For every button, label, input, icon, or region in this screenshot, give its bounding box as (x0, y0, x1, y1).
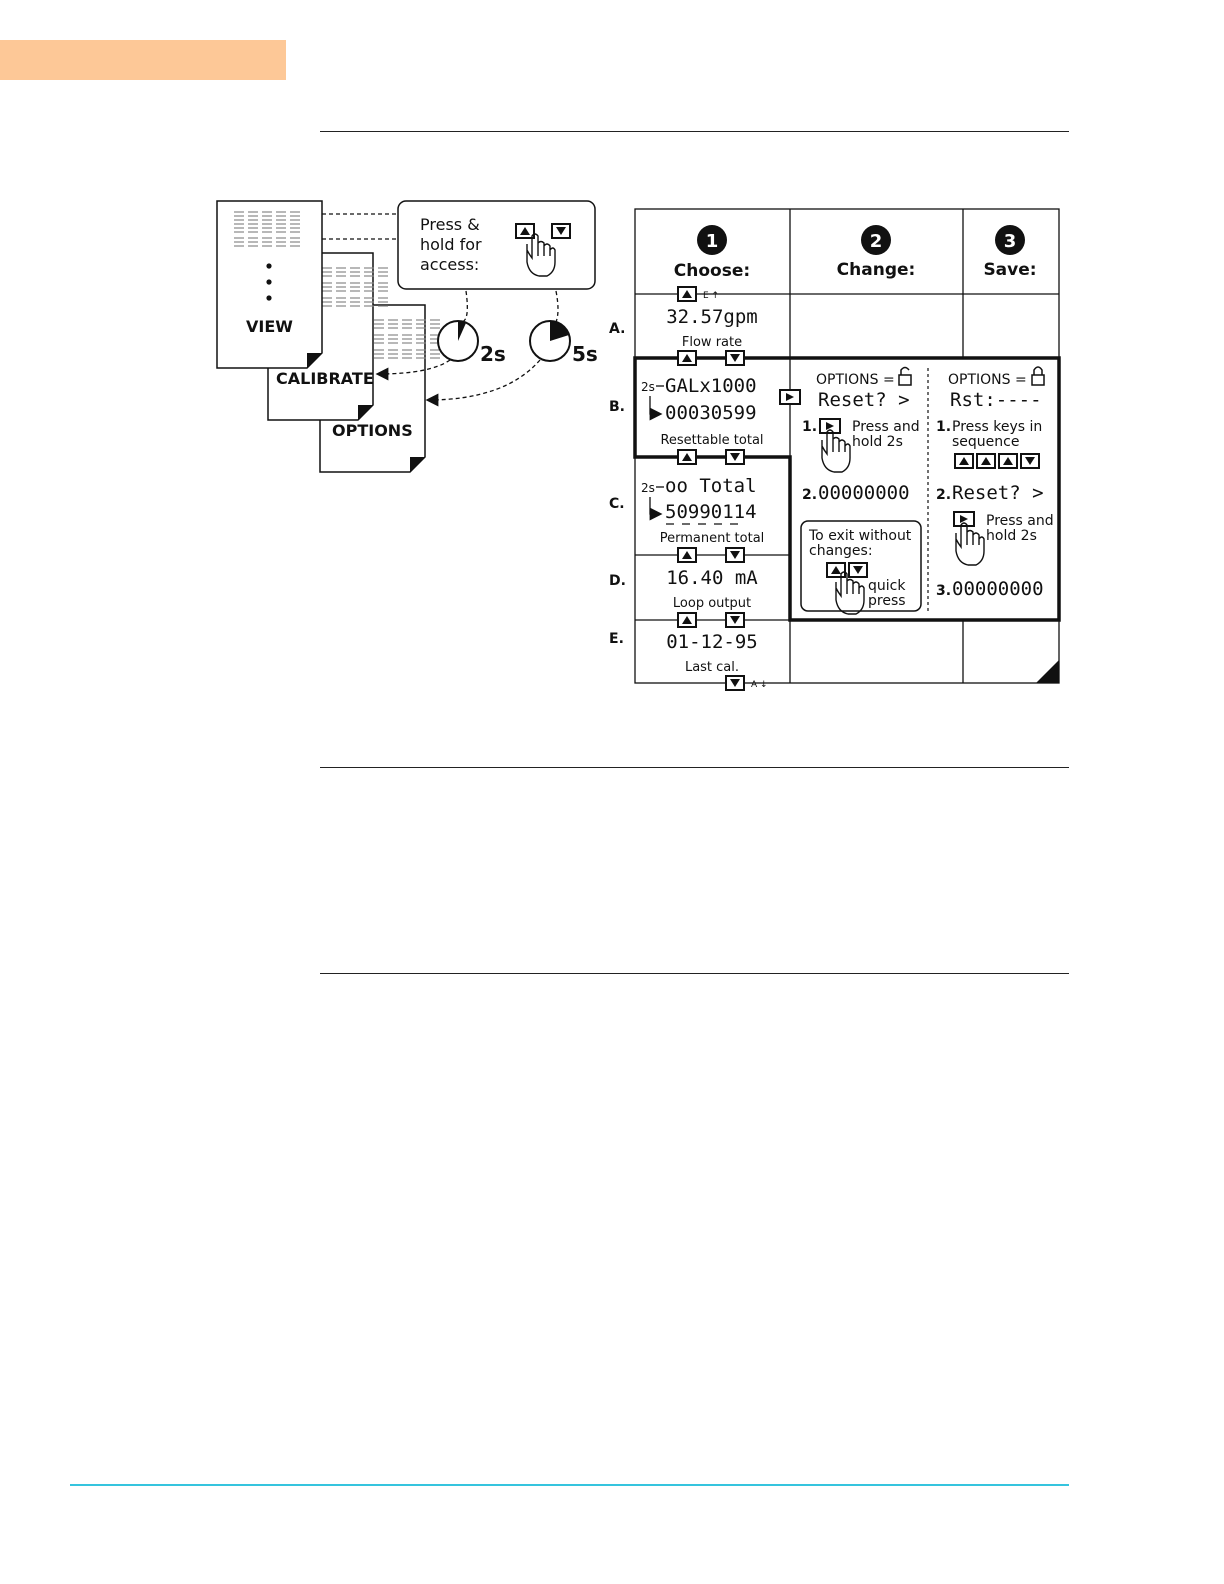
save-step1-line1: Press keys in (952, 419, 1042, 435)
step-save-label: Save: (983, 260, 1036, 280)
permanent-2s-label: 2s (641, 481, 655, 495)
step-change: 2 Change: (837, 225, 916, 280)
resettable-units-display: GALx1000 (665, 375, 757, 397)
permanent-total-display: 50990114 (665, 501, 757, 523)
permanent-total-caption: Permanent total (660, 531, 765, 546)
change-step1-number: 1. (802, 419, 817, 435)
exit-line-4: press (868, 593, 906, 609)
bottom-wrap-label: A ↓ (751, 680, 768, 690)
last-cal-caption: Last cal. (685, 660, 739, 675)
middle-rule (320, 767, 1069, 768)
save-step2-number: 2. (936, 487, 951, 503)
up-key-icon (677, 286, 697, 302)
resettable-2s-label: 2s (641, 380, 655, 394)
step-change-label: Change: (837, 260, 916, 280)
up-key-icon (826, 562, 846, 578)
right-key-icon (779, 389, 801, 405)
change-zero-display: 00000000 (818, 482, 910, 504)
step-save: 3 Save: (983, 225, 1037, 280)
exit-line-1: To exit without (808, 528, 912, 544)
locked-padlock-icon (1031, 366, 1045, 386)
right-key-icon (953, 511, 975, 527)
row-letter-d: D. (609, 573, 626, 589)
change-reset-display: Reset? > (818, 389, 910, 411)
save-options-label: OPTIONS = (948, 372, 1027, 388)
change-step2-number: 2. (802, 487, 817, 503)
permanent-units-display: oo Total (665, 475, 757, 497)
up-key-icon (677, 547, 697, 563)
save-zero-display: 00000000 (952, 578, 1044, 600)
save-reset-display: Reset? > (952, 482, 1044, 504)
options-page-label: OPTIONS (332, 421, 413, 440)
footer-rule (70, 1484, 1069, 1486)
step-choose: 1 Choose: (674, 225, 750, 281)
exit-line-3: quick (868, 578, 906, 594)
loop-output-display: 16.40 mA (666, 567, 758, 589)
exit-without-changes-box: To exit without changes: quick press (800, 520, 922, 615)
down-key-icon (725, 449, 745, 465)
up-key-icon (677, 350, 697, 366)
lower-rule (320, 973, 1069, 974)
step-change-number: 2 (870, 231, 883, 252)
access-line-2: hold for (420, 235, 482, 254)
down-key-icon (725, 612, 745, 628)
view-page-label: VIEW (246, 317, 293, 336)
section-tab (0, 40, 286, 80)
step-choose-label: Choose: (674, 261, 750, 281)
save-step1-number: 1. (936, 419, 951, 435)
row-letter-b: B. (609, 399, 625, 415)
row-letter-e: E. (609, 631, 624, 647)
step-save-number: 3 (1004, 231, 1017, 252)
change-step1-line1: Press and (852, 419, 920, 435)
calibrate-page-label: CALIBRATE (276, 369, 374, 388)
resettable-total-caption: Resettable total (660, 433, 763, 448)
access-line-1: Press & (420, 215, 480, 234)
row-letter-a: A. (609, 321, 625, 337)
row-letter-c: C. (609, 496, 625, 512)
save-rst-display: Rst:---- (950, 389, 1042, 411)
top-rule (320, 131, 1069, 132)
timer-5s-icon (529, 320, 571, 362)
resettable-total-display: 00030599 (665, 402, 757, 424)
down-key-icon (725, 547, 745, 563)
press-hand-icon (955, 522, 985, 566)
loop-output-caption: Loop output (673, 596, 751, 611)
top-wrap-label: E ↑ (703, 291, 719, 301)
access-box: Press & hold for access: (397, 200, 596, 290)
change-step1-line2: hold 2s (852, 434, 903, 450)
save-step2-line1: Press and (986, 513, 1054, 529)
save-step1-line2: sequence (952, 434, 1019, 450)
save-step2-line2: hold 2s (986, 528, 1037, 544)
timer-2s-label: 2s (480, 342, 506, 366)
menu-table (633, 208, 1061, 684)
timer-5s-label: 5s (572, 342, 598, 366)
right-key-icon (819, 418, 841, 434)
save-step3-number: 3. (936, 583, 951, 599)
unlocked-padlock-icon (898, 366, 912, 386)
up-key-icon (677, 449, 697, 465)
down-key-icon (725, 350, 745, 366)
press-hand-icon (821, 429, 851, 473)
change-options-label: OPTIONS = (816, 372, 895, 388)
flow-rate-display: 32.57gpm (666, 306, 758, 328)
down-key-icon (725, 675, 745, 691)
up-key-icon (677, 612, 697, 628)
down-key-icon (848, 562, 868, 578)
access-line-3: access: (420, 255, 479, 274)
timer-2s-icon (437, 320, 479, 362)
step-choose-number: 1 (706, 231, 719, 252)
key-sequence-icon (954, 453, 1040, 469)
view-page: VIEW (216, 200, 323, 369)
exit-line-2: changes: (809, 543, 873, 559)
last-cal-display: 01-12-95 (666, 631, 758, 653)
flow-rate-caption: Flow rate (682, 335, 742, 350)
